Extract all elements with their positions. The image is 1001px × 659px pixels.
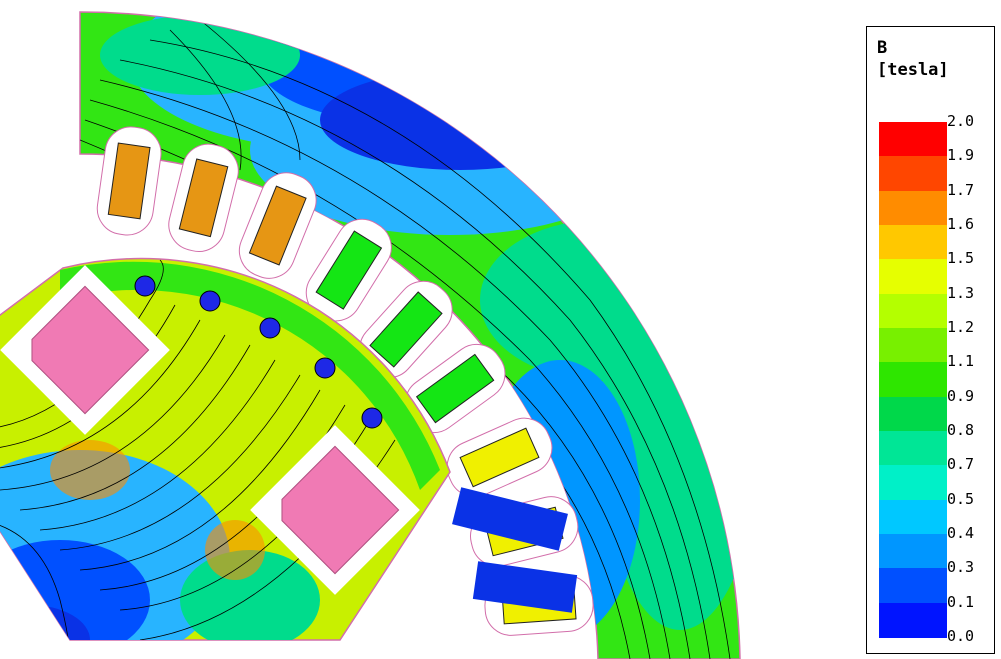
flux-density-plot	[0, 11, 741, 659]
tooth-blue	[472, 561, 578, 613]
legend-tick-label: 1.5	[947, 249, 975, 268]
legend-tick-label: 0.7	[947, 455, 975, 474]
legend-swatch	[879, 328, 947, 363]
coil-orange	[107, 142, 151, 220]
legend-tick-label: 2.0	[947, 112, 975, 130]
legend-swatch	[879, 225, 947, 260]
legend-swatch	[879, 122, 947, 157]
legend-tick-label: 1.6	[947, 215, 975, 233]
slot-7	[446, 417, 553, 498]
slot-3	[238, 172, 317, 279]
rotor-bar	[259, 317, 281, 339]
legend-swatch	[879, 362, 947, 398]
legend-tick-label: 0.0	[947, 627, 975, 645]
coil-green	[315, 230, 383, 310]
legend-swatch	[879, 156, 947, 192]
tooth-blue	[452, 487, 568, 551]
legend-tick-label: 1.1	[947, 352, 975, 371]
legend-tick-label: 1.7	[947, 180, 975, 199]
rotor-bar	[314, 357, 336, 379]
legend-color-bar	[879, 122, 947, 638]
legend-tick-label: 0.5	[947, 489, 975, 508]
legend-swatch	[879, 602, 947, 638]
legend-swatch	[879, 190, 947, 226]
rotor-bar	[361, 407, 383, 429]
coil-green	[415, 353, 495, 424]
rotor-bar	[134, 275, 156, 297]
coil-orange	[248, 185, 307, 266]
legend-swatch	[879, 534, 947, 569]
legend-unit: [tesla]	[877, 60, 949, 80]
legend-tick-label: 0.8	[947, 421, 975, 439]
legend-swatch	[879, 259, 947, 295]
legend-swatch	[879, 499, 947, 535]
legend-tick-label: 1.2	[947, 318, 975, 336]
coil-yellow	[459, 427, 540, 488]
slot-4	[305, 218, 392, 322]
slot-1	[96, 126, 162, 236]
rotor-bar	[199, 290, 221, 312]
legend-title: B [tesla]	[877, 37, 949, 81]
coil-green	[369, 291, 443, 368]
legend-tick-label: 0.1	[947, 592, 975, 611]
color-legend: B [tesla] 2.0 1.9 1.7 1.6 1.5 1.3 1.2 1.1 0.9 0.8…	[866, 26, 995, 654]
coil-orange	[178, 158, 229, 238]
slot-2	[168, 143, 239, 252]
legend-swatch	[879, 465, 947, 501]
legend-swatch	[879, 431, 947, 466]
stator-slots	[96, 126, 594, 636]
legend-tick-label: 0.9	[947, 386, 975, 405]
legend-swatch	[879, 396, 947, 432]
legend-quantity: B	[877, 38, 888, 58]
legend-tick-label: 0.4	[947, 524, 975, 542]
legend-swatch	[879, 568, 947, 604]
legend-tick-label: 1.9	[947, 146, 975, 165]
legend-tick-label: 1.3	[947, 283, 975, 302]
legend-swatch	[879, 293, 947, 329]
legend-tick-label: 0.3	[947, 558, 975, 577]
